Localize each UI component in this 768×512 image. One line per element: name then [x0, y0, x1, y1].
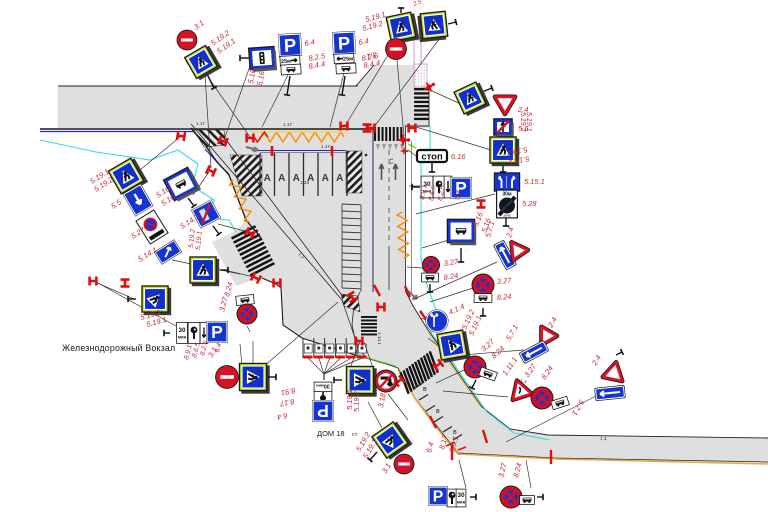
svg-text:30мин: 30мин	[316, 383, 330, 389]
svg-text:8.24: 8.24	[222, 281, 234, 297]
svg-text:1.17: 1.17	[196, 121, 205, 126]
svg-text:3.18.1: 3.18.1	[376, 386, 388, 408]
svg-text:8.9.1: 8.9.1	[419, 184, 429, 200]
svg-text:1.14.1: 1.14.1	[377, 332, 382, 345]
svg-text:5.19.1: 5.19.1	[508, 154, 530, 167]
svg-text:3.1: 3.1	[365, 50, 377, 61]
svg-text:5.15.1: 5.15.1	[524, 177, 545, 186]
svg-text:A: A	[307, 173, 314, 184]
svg-text:P: P	[211, 322, 223, 342]
svg-text:5.16: 5.16	[246, 68, 258, 85]
svg-text:5.19.2: 5.19.2	[519, 112, 526, 132]
svg-text:A: A	[278, 173, 285, 184]
svg-text:1.23: 1.23	[300, 180, 309, 185]
svg-text:6.4: 6.4	[358, 36, 370, 47]
svg-text:8.24: 8.24	[443, 271, 459, 282]
svg-text:30: 30	[178, 327, 186, 334]
svg-text:Железнодорожный Вокзал: Железнодорожный Вокзал	[62, 343, 175, 353]
svg-text:P: P	[317, 401, 329, 421]
svg-text:5.19.1: 5.19.1	[345, 389, 354, 410]
svg-text:2.4: 2.4	[517, 105, 528, 114]
svg-text:8.2.6: 8.2.6	[361, 51, 380, 63]
svg-text:A: A	[293, 173, 300, 184]
svg-text:8.2.6: 8.2.6	[199, 340, 210, 357]
svg-text:1.17: 1.17	[283, 122, 292, 127]
svg-text:ст: ст	[352, 432, 358, 438]
svg-text:8.4.4: 8.4.4	[363, 58, 381, 70]
svg-text:в: в	[436, 408, 440, 415]
svg-text:8.24: 8.24	[511, 462, 523, 478]
svg-text:8.9.1: 8.9.1	[183, 344, 194, 361]
svg-text:ДОМ 18: ДОМ 18	[317, 429, 345, 438]
svg-text:8.17: 8.17	[278, 397, 295, 409]
svg-text:5.6: 5.6	[518, 124, 529, 133]
svg-text:в: в	[423, 386, 427, 393]
svg-text:8.6.5: 8.6.5	[428, 185, 438, 201]
svg-text:30: 30	[423, 181, 431, 188]
svg-text:A: A	[336, 173, 343, 184]
svg-text:зона: зона	[503, 214, 511, 218]
svg-text:1.7: 1.7	[297, 252, 305, 260]
svg-text:стоп: стоп	[421, 152, 443, 163]
svg-text:3.27: 3.27	[217, 295, 230, 312]
svg-text:A: A	[322, 173, 329, 184]
svg-text:8.24: 8.24	[496, 292, 511, 302]
svg-text:6.4: 6.4	[276, 411, 288, 422]
svg-text:3.27: 3.27	[443, 257, 460, 268]
svg-text:6.4: 6.4	[454, 190, 463, 201]
svg-text:8.2.5: 8.2.5	[308, 51, 327, 63]
svg-text:P: P	[337, 32, 350, 54]
svg-text:1.1: 1.1	[389, 158, 394, 165]
svg-text:8.91: 8.91	[280, 386, 296, 397]
svg-text:1.4: 1.4	[600, 436, 607, 441]
svg-text:2.5: 2.5	[412, 0, 423, 8]
svg-text:25м: 25м	[343, 56, 353, 63]
svg-text:6.4: 6.4	[304, 37, 316, 48]
svg-text:5.19.2: 5.19.2	[352, 390, 361, 412]
svg-text:3.27: 3.27	[496, 461, 509, 478]
svg-text:8.6.5: 8.6.5	[191, 342, 202, 359]
svg-text:5.7.1: 5.7.1	[483, 220, 496, 238]
svg-text:P: P	[433, 489, 444, 506]
svg-text:P: P	[455, 178, 467, 198]
svg-text:1.4: 1.4	[520, 378, 528, 384]
svg-text:5.16: 5.16	[255, 70, 267, 87]
svg-text:25м: 25м	[281, 59, 291, 66]
svg-text:8.9.1: 8.9.1	[447, 435, 460, 453]
svg-text:5.19.2: 5.19.2	[505, 145, 528, 158]
svg-text:1.17: 1.17	[321, 144, 330, 149]
svg-text:8.2.5: 8.2.5	[437, 185, 447, 201]
svg-text:8.4.4: 8.4.4	[308, 59, 326, 71]
svg-text:5.19.2: 5.19.2	[188, 229, 197, 249]
svg-text:мин: мин	[423, 189, 432, 194]
svg-text:2.4: 2.4	[504, 226, 516, 239]
svg-text:6.4: 6.4	[424, 441, 435, 453]
svg-text:5.19.1: 5.19.1	[195, 231, 204, 251]
svg-text:P: P	[283, 34, 296, 56]
svg-text:6.16: 6.16	[451, 152, 466, 161]
svg-text:6.4: 6.4	[214, 342, 223, 353]
svg-text:8.17: 8.17	[437, 433, 450, 450]
svg-text:5.19.1: 5.19.1	[525, 112, 532, 132]
svg-text:A: A	[264, 173, 271, 184]
svg-text:30: 30	[457, 492, 465, 499]
svg-text:мин: мин	[457, 500, 466, 505]
svg-text:3.27: 3.27	[496, 276, 512, 286]
svg-text:в: в	[453, 429, 457, 436]
svg-text:5.28: 5.28	[522, 199, 537, 208]
svg-text:мин: мин	[178, 335, 187, 340]
svg-text:30м: 30м	[502, 192, 512, 198]
